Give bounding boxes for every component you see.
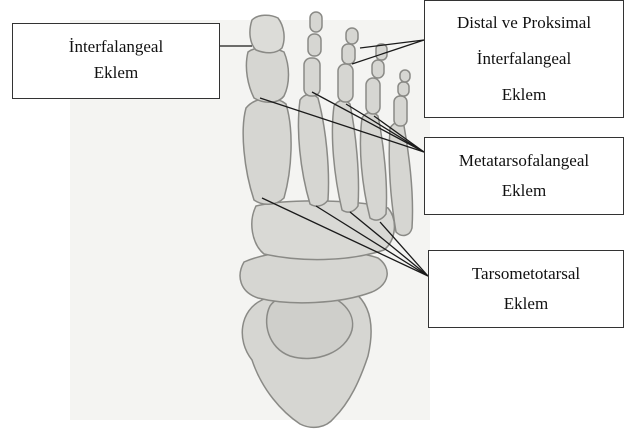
toe-3-middle-phalanx [342,44,355,64]
label-metatarsophalangeal-joint: Metatarsofalangeal Eklem [424,137,624,215]
great-toe-proximal-phalanx [246,48,288,103]
label-metatarsophalangeal-line2: Eklem [425,176,623,206]
label-tarsometatarsal-joint: Tarsometotarsal Eklem [428,250,624,328]
label-distal-proximal-interphalangeal-joint: Distal ve Proksimal İnterfalangeal Eklem [424,0,624,118]
label-distal-proximal-line1: Distal ve Proksimal [425,5,623,41]
toe-2-proximal-phalanx [304,58,320,96]
toe-3-distal-phalanx [346,28,358,44]
label-interphalangeal-line1: İnterfalangeal [13,34,219,60]
label-tarsometatarsal-line2: Eklem [429,289,623,319]
toe-5-middle-phalanx [398,82,409,96]
metatarsal-1 [243,98,291,204]
toe-3-proximal-phalanx [338,64,353,102]
great-toe-distal-phalanx [250,15,284,53]
label-tarsometatarsal-line1: Tarsometotarsal [429,259,623,289]
label-distal-proximal-line2: İnterfalangeal [425,41,623,77]
label-distal-proximal-line3: Eklem [425,77,623,113]
label-interphalangeal-line2: Eklem [13,60,219,86]
toe-5-distal-phalanx [400,70,410,82]
toe-2-distal-phalanx [310,12,322,32]
toe-4-middle-phalanx [372,60,384,78]
label-metatarsophalangeal-line1: Metatarsofalangeal [425,146,623,176]
label-interphalangeal-joint: İnterfalangeal Eklem [12,23,220,99]
toe-5-proximal-phalanx [394,96,407,126]
toe-4-proximal-phalanx [366,78,380,114]
toe-2-middle-phalanx [308,34,321,56]
